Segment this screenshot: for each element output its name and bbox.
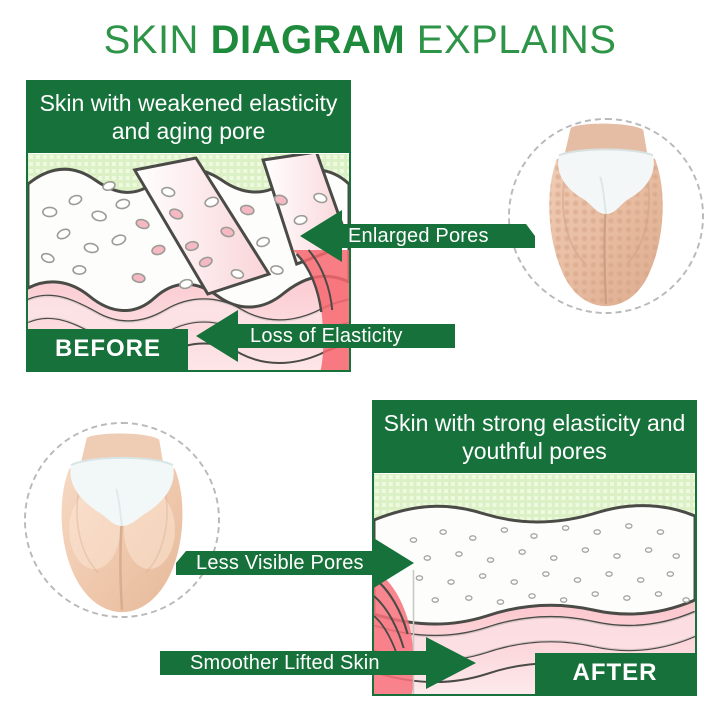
callout-enlarged-pores-label: Enlarged Pores [348, 224, 489, 247]
title-part-diagram: DIAGRAM [210, 18, 406, 62]
callout-arrow-right-icon-2 [160, 637, 476, 689]
pore-marks-after [409, 523, 690, 605]
before-photo-circle [508, 118, 704, 314]
callout-arrow-left-icon [300, 210, 535, 262]
callout-less-visible-pores[interactable]: Less Visible Pores [176, 537, 414, 589]
before-skin-diagram [28, 154, 349, 370]
callout-arrow-right-icon [176, 537, 414, 589]
callout-smoother-lifted-skin[interactable]: Smoother Lifted Skin [160, 637, 476, 689]
epidermis-layer-after [374, 504, 695, 626]
page-title: SKIN DIAGRAM EXPLAINS [0, 18, 720, 63]
after-badge: AFTER [535, 653, 695, 694]
after-photo [26, 424, 218, 616]
callout-less-visible-pores-label: Less Visible Pores [196, 551, 364, 574]
after-panel-heading: Skin with strong elasticity and youthful… [374, 402, 695, 473]
callout-smoother-lifted-skin-label: Smoother Lifted Skin [190, 651, 380, 674]
callout-arrow-left-icon-2 [196, 310, 455, 362]
callout-loss-of-elasticity-label: Loss of Elasticity [250, 324, 403, 347]
callout-loss-of-elasticity[interactable]: Loss of Elasticity [196, 310, 455, 362]
before-panel: Skin with weakened elasticity and aging … [26, 80, 351, 372]
before-badge: BEFORE [28, 329, 188, 370]
title-part-explains: EXPLAINS [405, 18, 617, 62]
after-photo-circle [24, 422, 220, 618]
before-photo [510, 120, 702, 312]
callout-enlarged-pores[interactable]: Enlarged Pores [300, 210, 535, 262]
title-part-skin: SKIN [103, 18, 211, 62]
before-panel-heading: Skin with weakened elasticity and aging … [28, 82, 349, 153]
